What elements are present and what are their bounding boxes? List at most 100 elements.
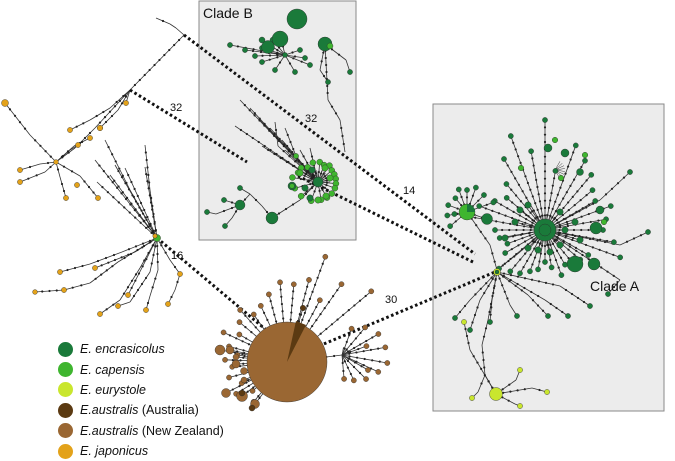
mutation-tick [113,254,115,256]
mutation-tick [285,208,287,210]
mutation-tick [131,287,133,289]
mutation-tick [326,85,328,87]
mutation-tick [457,207,459,209]
mutation-tick [257,395,259,397]
network-edge [176,28,184,35]
mutation-tick [146,166,148,168]
mutation-tick [484,237,486,239]
clade-a-label: Clade A [590,278,640,294]
mutation-tick [283,150,285,152]
mutation-tick [242,363,244,365]
haplotype-node-australis-nz [363,325,368,330]
mutation-tick [152,230,154,232]
mutation-tick [287,134,289,136]
mutation-tick [471,321,473,323]
mutation-tick [531,240,533,242]
mutation-tick [281,303,283,305]
legend-label-capensis: E. capensis [80,363,145,377]
haplotype-node-encrasicolus [588,258,600,270]
haplotype-node-capensis [582,152,588,158]
haplotype-node-japonicus [61,287,66,292]
haplotype-node-encrasicolus [464,187,469,192]
mutation-tick [313,190,315,192]
mutation-tick [237,45,239,47]
mutation-tick [491,252,493,254]
haplotype-node-encrasicolus [567,256,583,272]
haplotype-node-encrasicolus [477,203,482,208]
mutation-tick [525,214,527,216]
mutation-tick [370,349,372,351]
haplotype-node-japonicus [33,290,38,295]
mutation-tick [513,255,515,257]
mutation-tick [286,161,288,163]
haplotype-node-encrasicolus [204,209,209,214]
mutation-tick [537,241,539,243]
mutation-tick [127,286,129,288]
mutation-tick [56,289,58,291]
mutation-tick [477,200,479,202]
mutation-tick [147,252,149,254]
mutation-tick [135,208,137,210]
mutation-tick [235,347,237,349]
mutation-tick [498,212,500,214]
mutation-tick [344,360,346,362]
mutation-tick [146,159,148,161]
mutation-tick [549,244,551,246]
mutation-tick [331,106,333,108]
mutation-tick [147,174,149,176]
mutation-tick [98,164,100,166]
mutation-tick [563,251,565,253]
mutation-tick [291,304,293,306]
mutation-tick [145,227,147,229]
mutation-tick [257,319,259,321]
mutation-tick [522,266,524,268]
mutation-tick [349,351,351,353]
mutation-tick [529,189,531,191]
mutation-tick [525,218,527,220]
mutation-tick [325,64,327,66]
network-edge [130,272,150,302]
mutation-tick [130,203,132,205]
mutation-tick [276,52,278,54]
mutation-tick [574,204,576,206]
mutation-tick [524,175,526,177]
link-label-japonicus-to-clade-a: 32 [305,113,317,125]
mutation-tick [139,214,141,216]
mutation-tick [105,257,107,259]
haplotype-node-japonicus [87,135,92,140]
mutation-tick [371,359,373,361]
mutation-tick [45,150,47,152]
mutation-tick [269,54,271,56]
haplotype-node-encrasicolus [559,273,564,278]
mutation-tick [554,201,556,203]
haplotype-node-australis-nz [383,345,388,350]
mutation-tick [566,221,568,223]
mutation-tick [142,243,144,245]
mutation-tick [544,207,546,209]
mutation-tick [264,145,266,147]
legend-label-encrasicolus: E. encrasicolus [80,342,165,356]
mutation-tick [533,164,535,166]
mutation-tick [510,171,512,173]
haplotype-node-encrasicolus [608,203,613,208]
mutation-tick [146,216,148,218]
mutation-tick [485,282,487,284]
mutation-tick [112,181,114,183]
mutation-tick [605,251,607,253]
mutation-tick [523,287,525,289]
mutation-tick [592,246,594,248]
mutation-tick [493,285,495,287]
mutation-tick [492,278,494,280]
haplotype-node-encrasicolus [512,219,518,225]
mutation-tick [508,400,510,402]
network-edge [157,238,170,260]
mutation-tick [294,55,296,57]
haplotype-node-capensis [601,219,607,225]
mutation-tick [150,201,152,203]
haplotype-node-australis-nz [349,326,354,331]
mutation-tick [534,256,536,258]
mutation-tick [480,288,482,290]
mutation-tick [231,201,233,203]
mutation-tick [485,327,487,329]
haplotype-node-australis-nz [237,320,242,325]
